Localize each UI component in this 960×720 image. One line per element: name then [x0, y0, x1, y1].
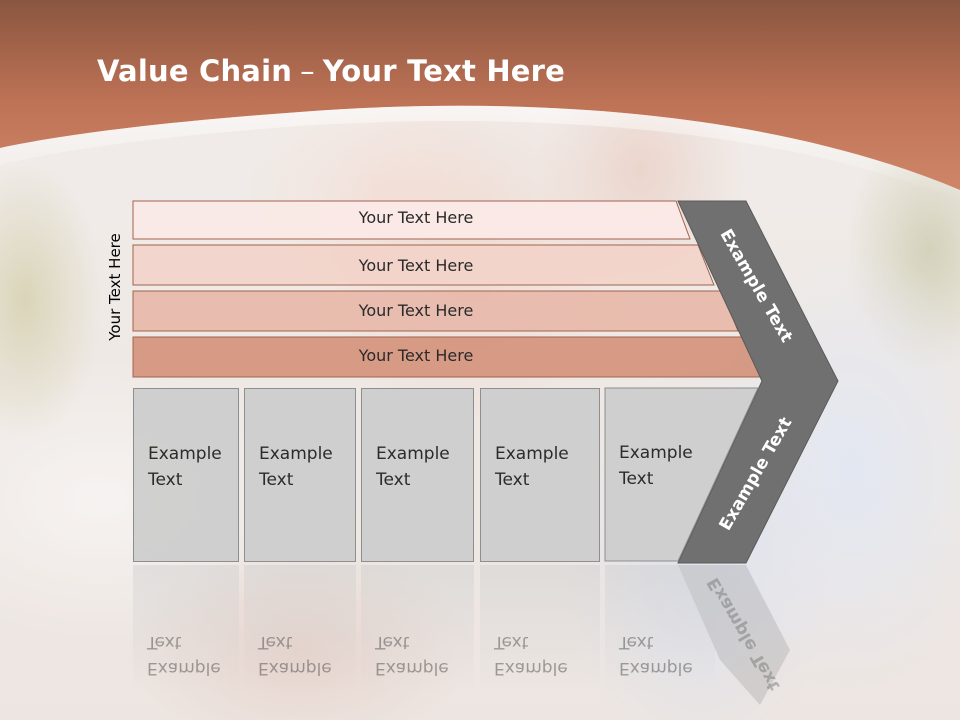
box-5-line2: Text [619, 469, 654, 489]
box-3-reflection-line2: Text [375, 632, 410, 652]
box-5-shape [604, 387, 759, 562]
box-4-reflection-line1: Example [494, 658, 568, 678]
box-2-reflection: Example Text [244, 565, 356, 715]
box-4-line1: Example [495, 444, 569, 464]
slide-title: Value Chain–Your Text Here [97, 54, 565, 88]
slide-title-bold: Value Chain [97, 54, 293, 88]
box-5-line1: Example [619, 443, 693, 463]
band-3 [132, 290, 739, 332]
chevron-reflection [678, 565, 790, 705]
box-3-reflection-line1: Example [375, 658, 449, 678]
band-3-label: Your Text Here [358, 301, 474, 320]
box-5-reflection-line2: Text [619, 632, 654, 652]
slide-title-separator: – [300, 54, 315, 88]
slide-title-rest: Your Text Here [322, 54, 566, 88]
box-2-reflection-line1: Example [258, 658, 332, 678]
box-5-reflection: Example Text [605, 565, 715, 715]
band-1 [132, 200, 691, 240]
band-2 [132, 244, 715, 286]
chevron-arrow [677, 200, 839, 564]
box-1-line2: Text [148, 470, 183, 490]
box-4-line2: Text [495, 470, 530, 490]
box-2-line2: Text [259, 470, 294, 490]
band-1-label: Your Text Here [358, 208, 474, 227]
box-4-reflection: Example Text [480, 565, 600, 715]
band-2-label: Your Text Here [358, 256, 474, 275]
box-3-reflection: Example Text [361, 565, 474, 715]
box-1: Example Text [133, 388, 239, 562]
box-3-line2: Text [376, 470, 411, 490]
box-4-reflection-line2: Text [494, 632, 529, 652]
box-1-reflection-line1: Example [147, 658, 221, 678]
box-5-reflection-line1: Example [619, 658, 693, 678]
box-3: Example Text [361, 388, 474, 562]
box-1-line1: Example [148, 444, 222, 464]
box-2: Example Text [244, 388, 356, 562]
header-band [0, 0, 960, 200]
box-2-line1: Example [259, 444, 333, 464]
box-1-reflection-line2: Text [147, 632, 182, 652]
band-4-label: Your Text Here [358, 346, 474, 365]
box-1-reflection: Example Text [133, 565, 239, 715]
box-3-line1: Example [376, 444, 450, 464]
box-2-reflection-line2: Text [258, 632, 293, 652]
box-5: Example Text [605, 388, 715, 562]
box-4: Example Text [480, 388, 600, 562]
